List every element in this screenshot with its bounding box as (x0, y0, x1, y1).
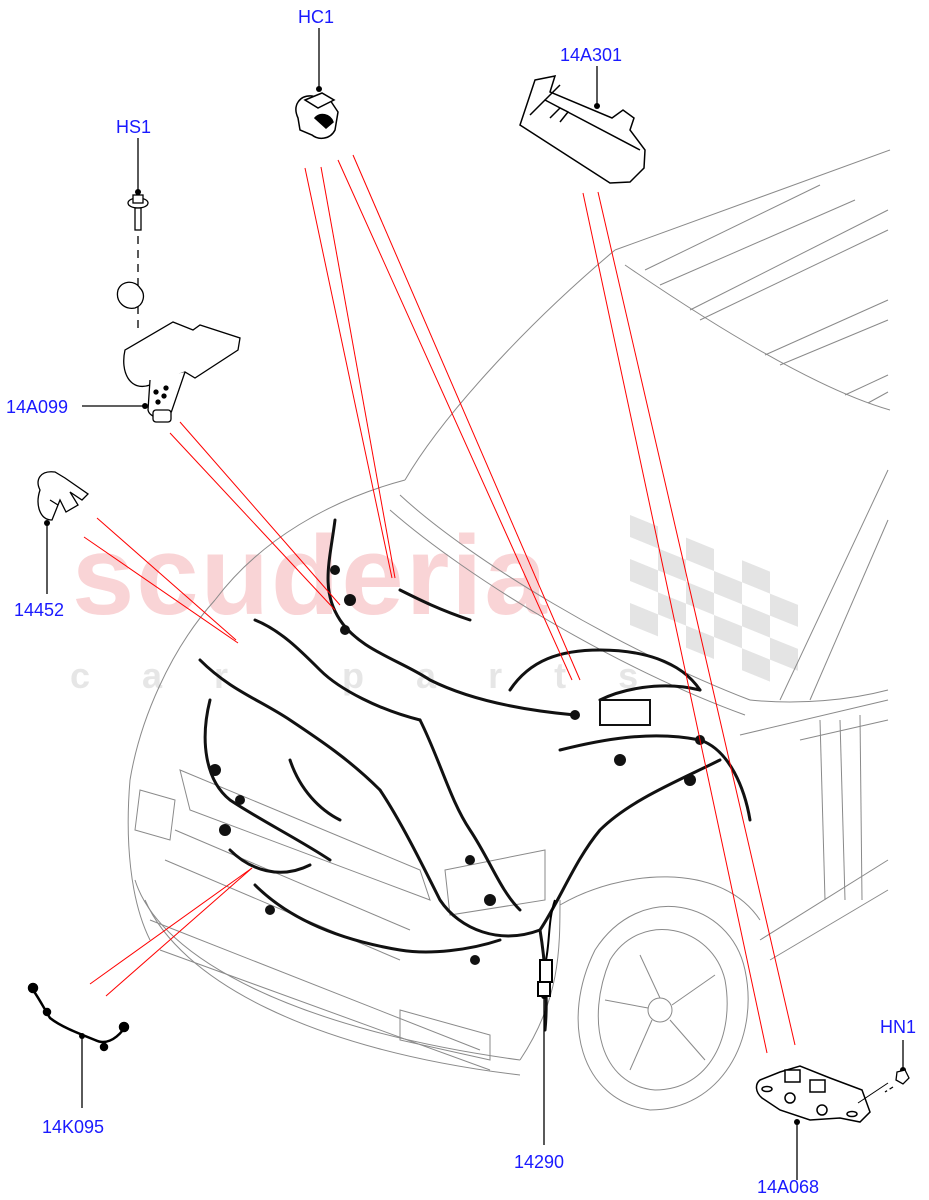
14k095-harness-part (27, 982, 130, 1052)
callout-hs1[interactable]: HS1 (116, 117, 152, 137)
14a068-bracket-part (755, 1065, 889, 1123)
14452-cap-part (37, 471, 90, 521)
watermark-main: scuderia (72, 513, 549, 638)
callout-14452[interactable]: 14452 (14, 600, 65, 620)
14a099-bracket-part (116, 281, 241, 423)
hc1-clip-part (295, 92, 339, 140)
callout-hn1[interactable]: HN1 (880, 1017, 917, 1037)
callout-14k095[interactable]: 14K095 (42, 1117, 105, 1137)
callout-14a099[interactable]: 14A099 (6, 397, 69, 417)
callout-hc1[interactable]: HC1 (298, 7, 335, 27)
callout-14a068[interactable]: 14A068 (757, 1177, 820, 1197)
callout-14a301[interactable]: 14A301 (560, 45, 623, 65)
14290-connector-part (537, 899, 556, 997)
14a301-module-part (519, 75, 646, 184)
hs1-bolt-part (127, 194, 149, 330)
hn1-nut-part (884, 1069, 910, 1093)
callout-14290[interactable]: 14290 (514, 1152, 565, 1172)
